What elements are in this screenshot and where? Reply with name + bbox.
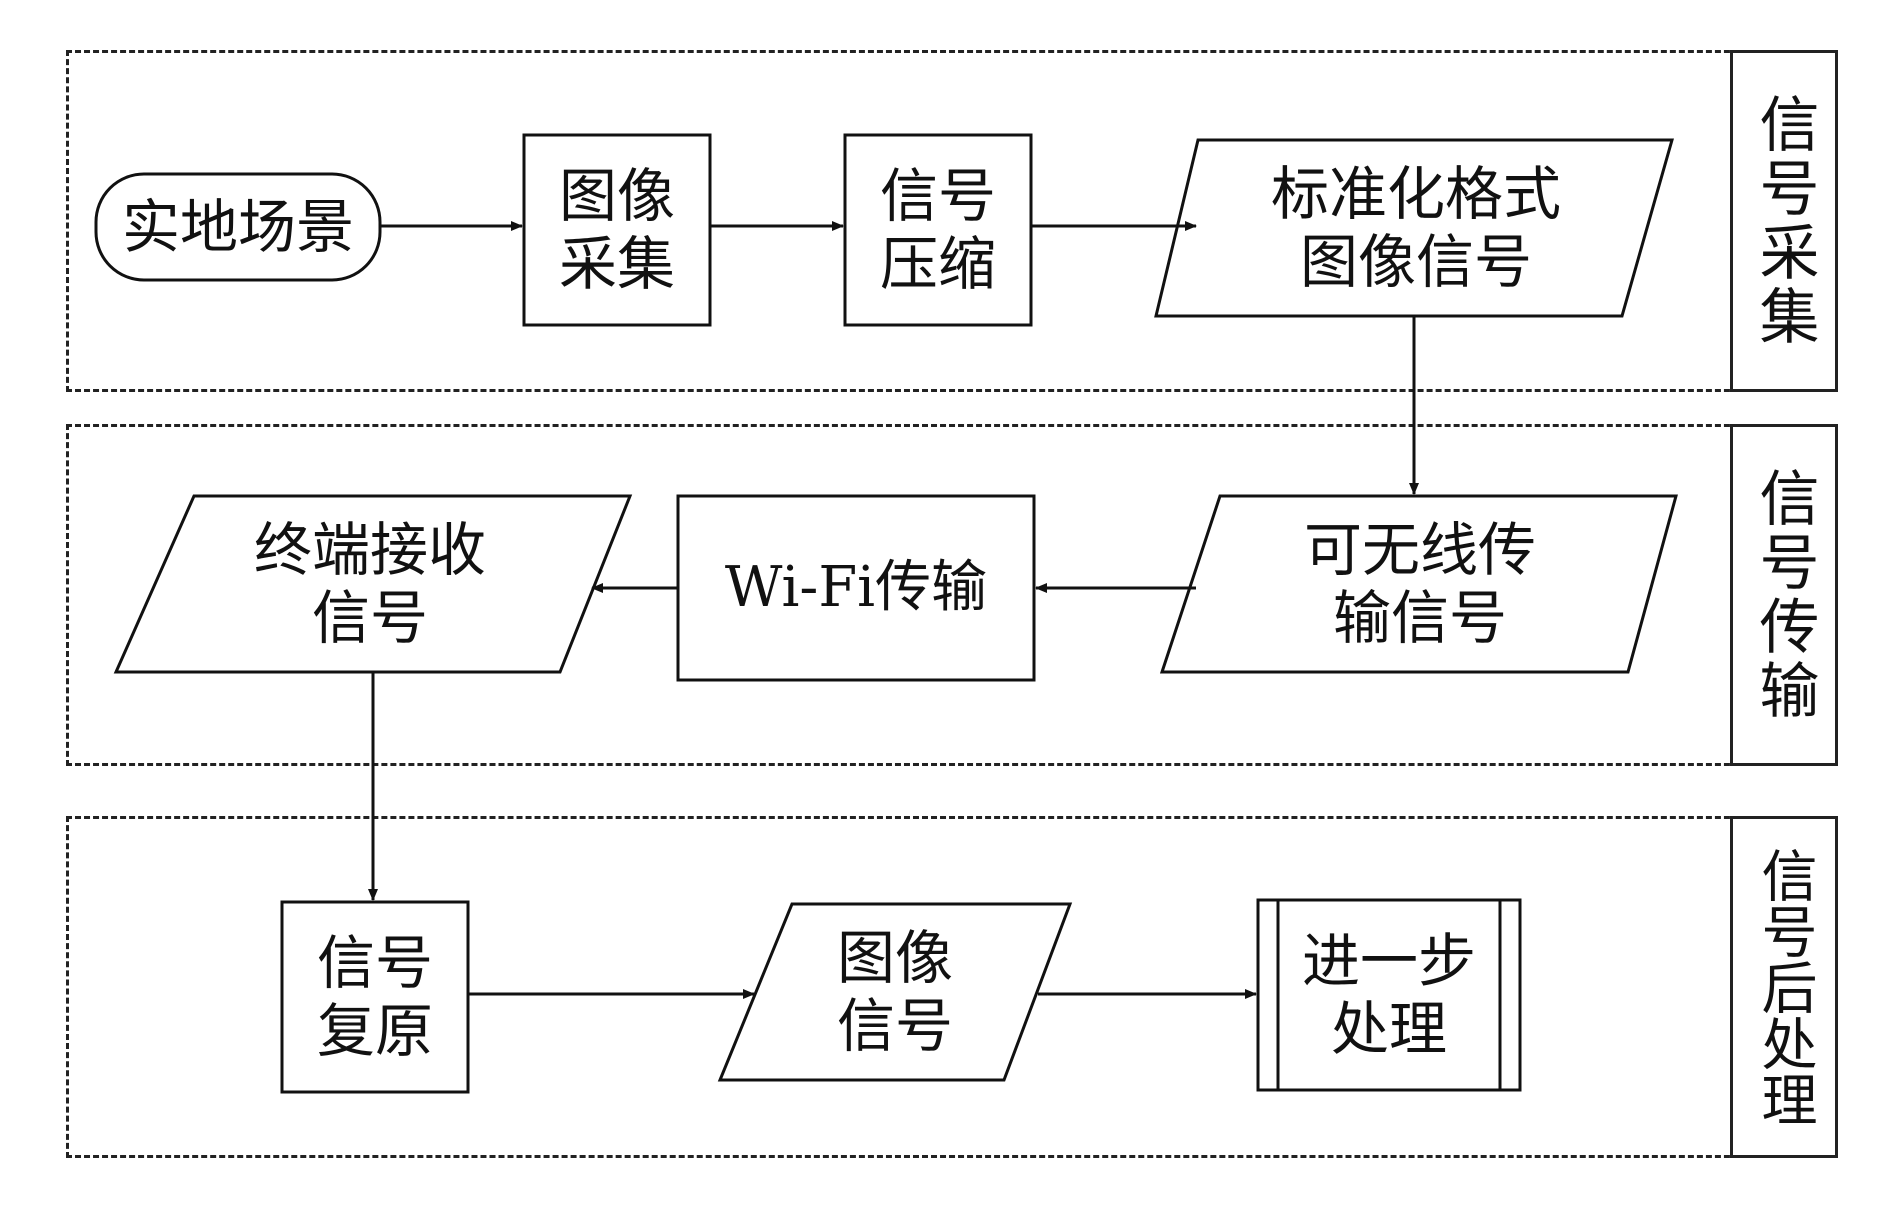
image-signal-data-shape xyxy=(717,902,1073,1082)
image-signal-label: 图像 信号 xyxy=(836,923,953,1060)
restore-process-shape xyxy=(280,900,470,1094)
wireless-signal-label: 可无线传 输信号 xyxy=(1303,515,1536,652)
capture-process-shape xyxy=(522,133,712,327)
scene-label: 实地场景 xyxy=(121,192,354,261)
wifi-label: Wi-Fi传输 xyxy=(724,554,988,620)
further-label: 进一步 处理 xyxy=(1301,926,1476,1063)
stage-post-processing-title: 信号后处理 xyxy=(1752,847,1817,1127)
restore-label: 信号 复原 xyxy=(316,928,433,1065)
std-signal-label: 标准化格式 图像信号 xyxy=(1270,159,1561,296)
capture-label: 图像 采集 xyxy=(558,161,675,298)
stage-post-processing-label: 信号后处理 xyxy=(1730,816,1838,1158)
compress-process-shape xyxy=(843,133,1033,327)
terminal-data-shape xyxy=(113,494,633,674)
compress-label: 信号 压缩 xyxy=(879,161,996,298)
stage-transmission-label: 信号传输 xyxy=(1730,424,1838,766)
stage-transmission-title: 信号传输 xyxy=(1749,467,1819,723)
stage-acquisition-label: 信号采集 xyxy=(1730,50,1838,392)
stage-acquisition-title: 信号采集 xyxy=(1749,93,1819,349)
wireless-signal-data-shape xyxy=(1159,494,1678,674)
terminal-label: 终端接收 信号 xyxy=(253,515,486,652)
further-predefined-process-shape xyxy=(1256,898,1522,1092)
std-signal-data-shape xyxy=(1154,138,1674,318)
